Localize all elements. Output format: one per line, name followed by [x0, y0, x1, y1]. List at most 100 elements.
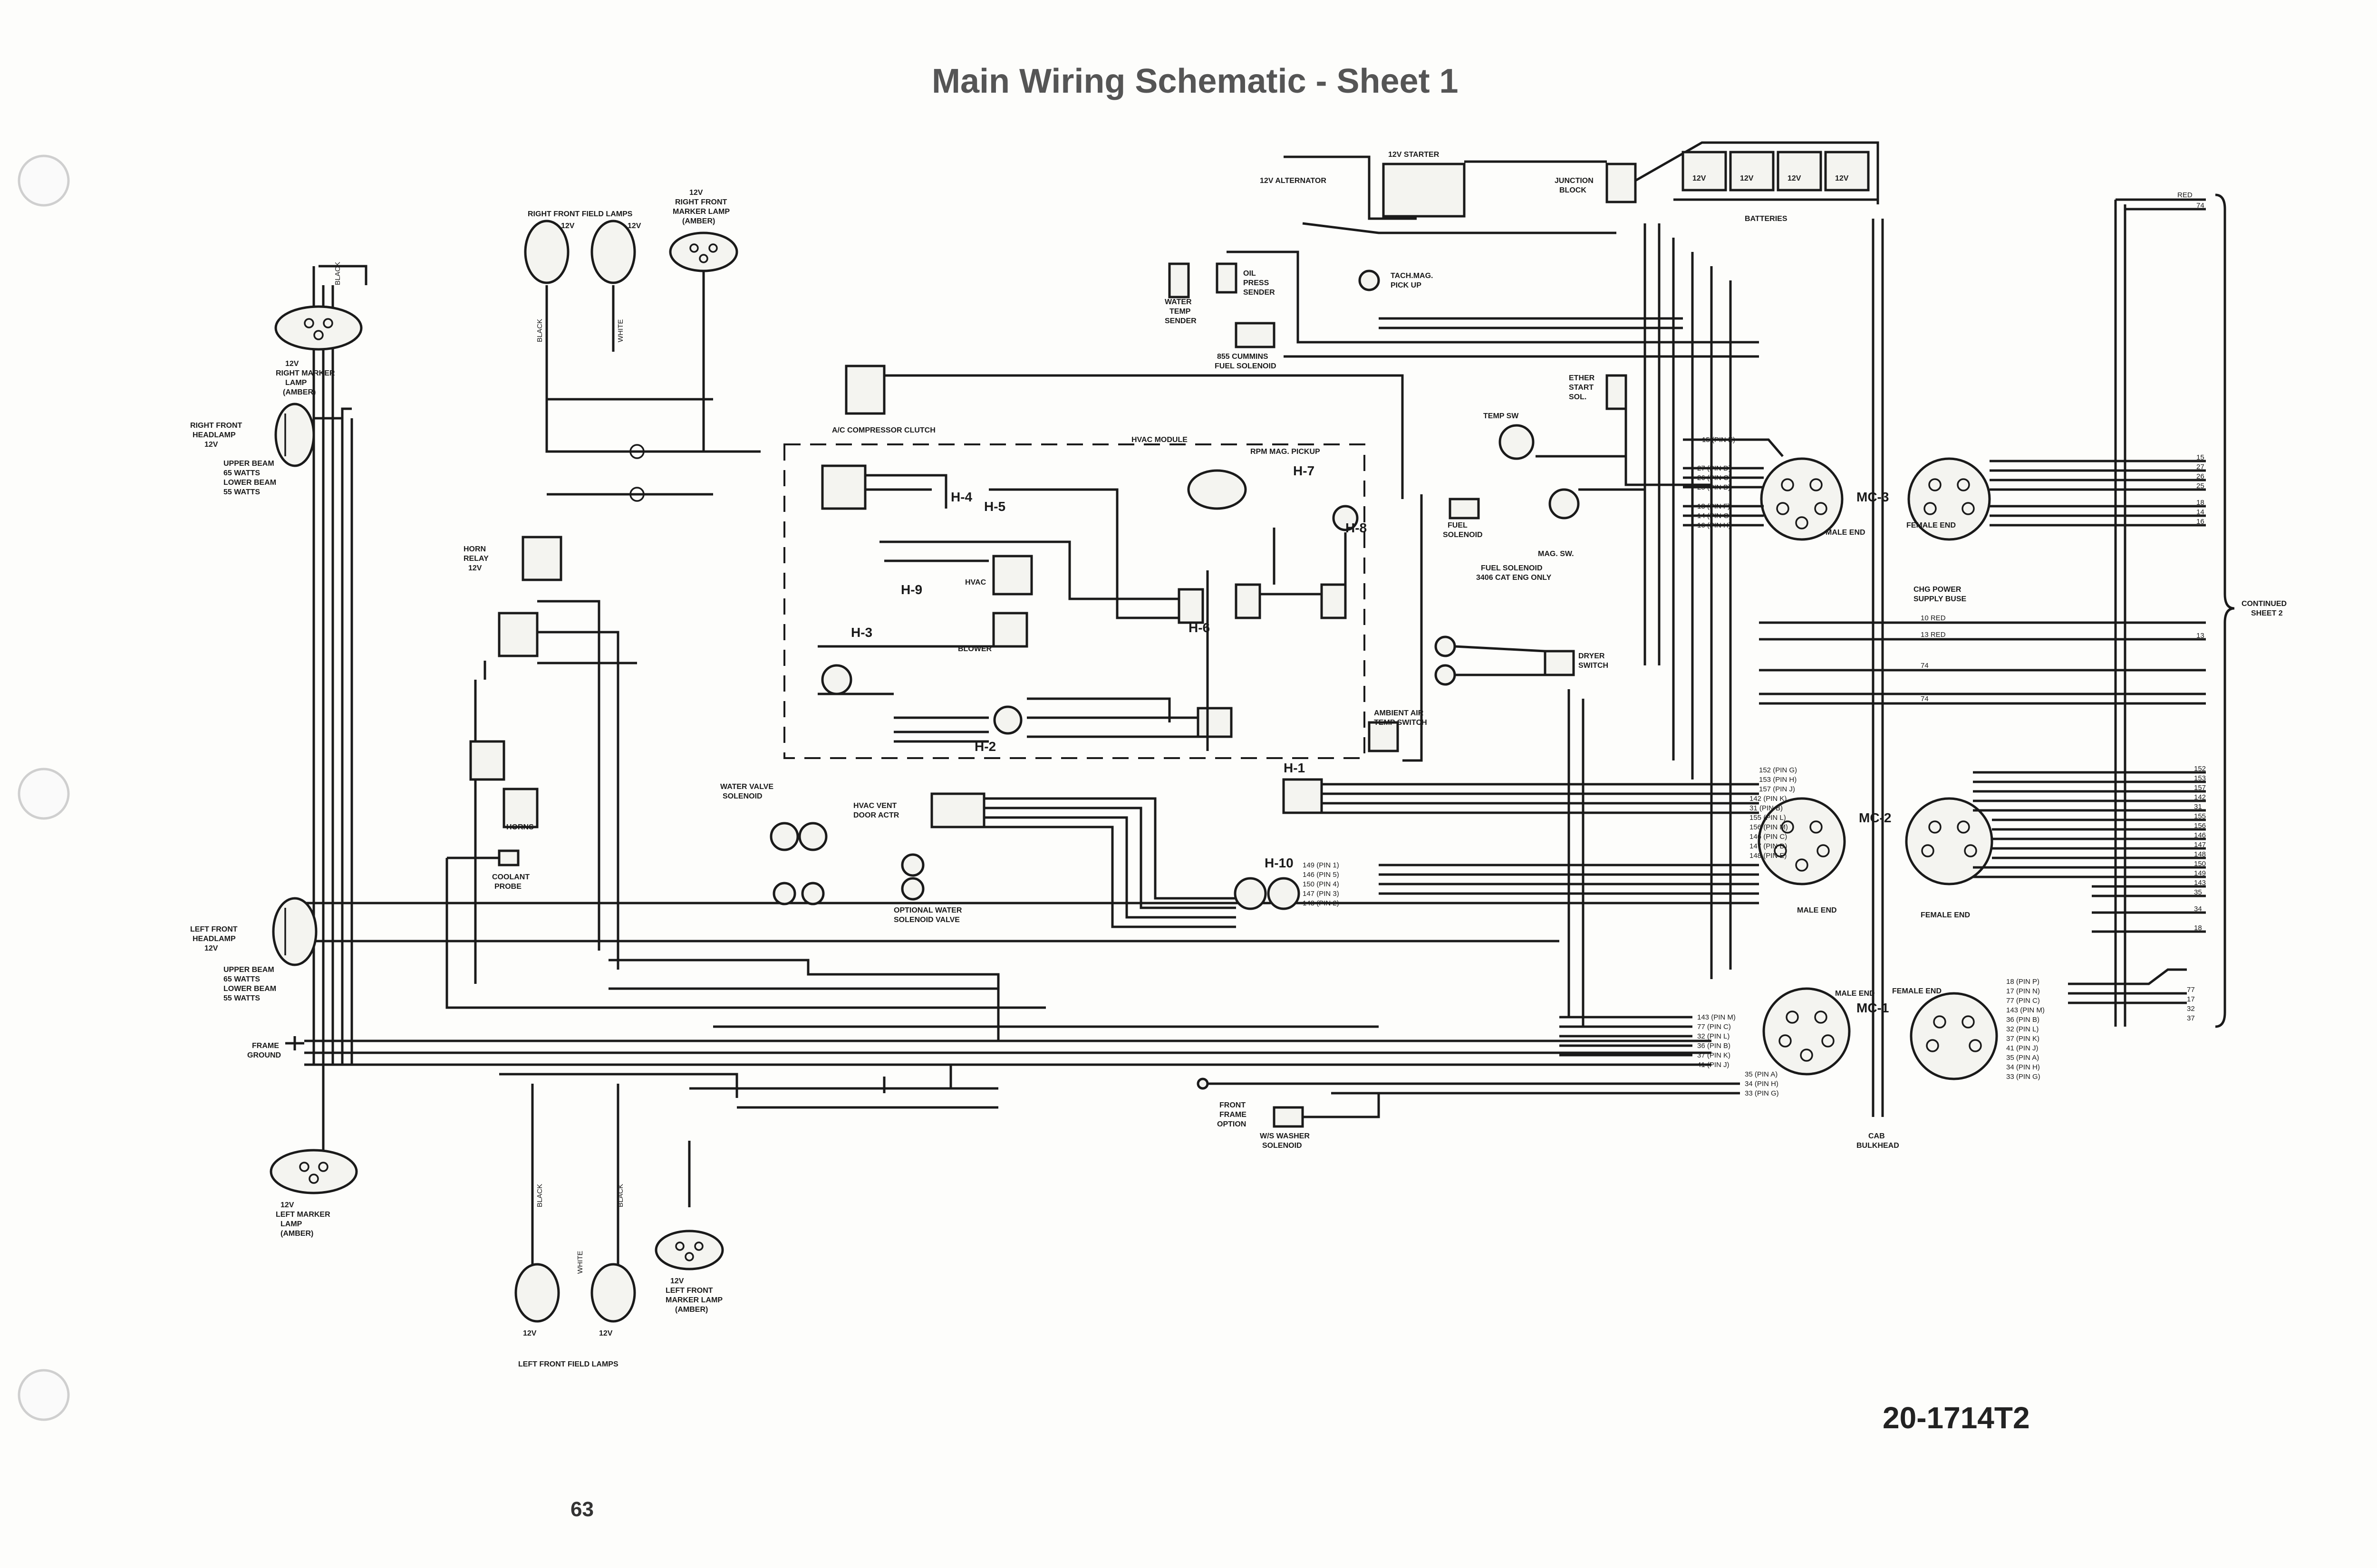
mc2-pin-1: 153 (PIN H) — [1759, 776, 1797, 784]
battery-12v-a: 12V — [1692, 174, 1706, 183]
mc1-pin-7: 34 (PIN H) — [1745, 1080, 1778, 1088]
lf-marker-3: (AMBER) — [675, 1306, 708, 1314]
mc1r-2: 77 (PIN C) — [2006, 997, 2040, 1005]
mc2-pin-6: 156 (PIN M) — [1749, 823, 1788, 831]
frame-ground-0: FRAME — [252, 1042, 279, 1050]
mc2r-7: 146 — [2194, 831, 2206, 839]
mc2r-8: 147 — [2194, 841, 2206, 849]
rh-headlamp-3: UPPER BEAM — [223, 460, 274, 468]
page-title: Main Wiring Schematic - Sheet 1 — [932, 62, 1459, 100]
h-10-label: H-10 — [1265, 856, 1294, 870]
power-wire-2: 74 — [1921, 662, 1929, 670]
coolant-probe: COOLANT PROBE — [445, 849, 1046, 1009]
h-7-label: H-7 — [1293, 463, 1314, 478]
mc1r-8: 35 (PIN A) — [2006, 1054, 2039, 1062]
rf-marker-3: (AMBER) — [682, 217, 715, 225]
ambient-switch: AMBIENT AIR TEMP SWITCH H-1 — [1282, 709, 1759, 814]
mc1-pin-5: 41 (PIN J) — [1697, 1061, 1730, 1069]
lf-12v-a: 12V — [523, 1329, 537, 1337]
mc3r-0: 15 — [2196, 453, 2204, 462]
right-marker-label-1: RIGHT MARKER — [276, 369, 335, 377]
fuelsol-0: FUEL — [1448, 521, 1468, 529]
doc-number: 20-1714T2 — [1883, 1401, 2030, 1435]
mc-1-label: MC-1 — [1856, 1000, 1889, 1015]
ffo-2: OPTION — [1217, 1120, 1246, 1128]
wvs-0: WATER VALVE — [720, 783, 773, 791]
bus-77: 77 — [2187, 986, 2195, 994]
h10-pin-1: 146 (PIN 5) — [1303, 871, 1339, 879]
mc2r-0: 152 — [2194, 765, 2206, 773]
magsw-label: MAG. SW. — [1538, 550, 1574, 558]
rf-marker-2: MARKER LAMP — [673, 208, 730, 216]
page-number: 63 — [570, 1498, 594, 1521]
chg-0: CHG POWER — [1913, 586, 1962, 594]
right-marker-label-2: LAMP — [285, 379, 307, 387]
cummins-1: FUEL SOLENOID — [1215, 362, 1276, 370]
dryer-switch: DRYER SWITCH — [1402, 494, 1608, 762]
rh-headlamp-2: 12V — [204, 441, 218, 449]
rf-marker-0: 12V — [689, 189, 703, 197]
frame-ground-1: GROUND — [247, 1051, 281, 1059]
ether-0: ETHER — [1569, 374, 1595, 382]
vent-1: DOOR ACTR — [853, 811, 899, 819]
h-10-connector: H-10 149 (PIN 1) 146 (PIN 5) 150 (PIN 4)… — [1234, 856, 1759, 910]
lh-headlamp-2: 12V — [204, 944, 218, 952]
mc-2-connector: MC-2 MALE END 152 (PIN G) 153 (PIN H) 15… — [1749, 765, 2206, 933]
bus-74: 74 — [2196, 202, 2204, 210]
horn-relay-0: HORN — [464, 545, 486, 553]
ops-2: SENDER — [1243, 289, 1275, 297]
mc1r-9: 34 (PIN H) — [2006, 1063, 2040, 1071]
chg-1: SUPPLY BUSE — [1913, 595, 1966, 603]
cab-1: BULKHEAD — [1856, 1142, 1899, 1150]
rf-field-12v-b: 12V — [628, 222, 641, 230]
ether-2: SOL. — [1569, 393, 1586, 401]
left-front-field-lamps: 12V 12V LEFT FRONT FIELD LAMPS BLACK BLA… — [499, 1073, 998, 1368]
alternator-label: 12V ALTERNATOR — [1260, 177, 1326, 185]
hvac-label: HVAC — [965, 578, 986, 587]
tempsw-label: TEMP SW — [1483, 412, 1519, 420]
cab-0: CAB — [1868, 1132, 1885, 1140]
rf-marker-1: RIGHT FRONT — [675, 198, 727, 206]
misc-wires — [609, 223, 1732, 1093]
mc2r-2: 157 — [2194, 784, 2206, 792]
hvac-vent-door: HVAC VENT DOOR ACTR — [853, 792, 1236, 928]
front-frame-option: FRONT FRAME OPTION W/S WASHER SOLENOID — [1197, 1077, 1380, 1150]
catsol-1: 3406 CAT ENG ONLY — [1476, 574, 1552, 582]
lf-marker-2: MARKER LAMP — [666, 1296, 723, 1304]
wire-label: BLACK — [536, 1184, 544, 1207]
water-valve-solenoid: WATER VALVE SOLENOID — [720, 783, 828, 905]
power-wire-1: 13 RED — [1921, 631, 1946, 639]
bus-17: 17 — [2187, 995, 2195, 1003]
tach-0: TACH.MAG. — [1391, 272, 1433, 280]
h-4-label: H-4 — [951, 490, 973, 504]
right-marker-label-0: 12V — [285, 360, 299, 368]
left-marker-label-3: (AMBER) — [280, 1230, 313, 1238]
mc1r-5: 32 (PIN L) — [2006, 1025, 2039, 1033]
mc1-pin-1: 77 (PIN C) — [1697, 1023, 1731, 1031]
horns-label: HORNS — [506, 823, 534, 831]
ops-0: OIL — [1243, 269, 1256, 278]
horn-relay-1: RELAY — [464, 555, 489, 563]
ffo-1: FRAME — [1219, 1111, 1246, 1119]
chg-power-bus: CHG POWER SUPPLY BUSE 10 RED 13 RED 74 7… — [1759, 586, 2206, 705]
bus-red: RED — [2177, 191, 2193, 199]
mc2r-1: 153 — [2194, 774, 2206, 782]
mc1-pin-3: 36 (PIN B) — [1697, 1042, 1730, 1050]
wire-label: WHITE — [576, 1251, 584, 1274]
mc1-pin-0: 143 (PIN M) — [1697, 1013, 1736, 1021]
left-harness — [304, 266, 1711, 1179]
catsol-0: FUEL SOLENOID — [1481, 564, 1543, 572]
bus-13: 13 — [2196, 632, 2204, 640]
rh-headlamp-5: LOWER BEAM — [223, 479, 276, 487]
lf-marker-lamp: 12V LEFT FRONT MARKER LAMP (AMBER) — [655, 1230, 724, 1314]
wsw-0: W/S WASHER — [1260, 1132, 1310, 1140]
battery-12v-c: 12V — [1788, 174, 1801, 183]
mc2-pin-5: 155 (PIN L) — [1749, 814, 1786, 822]
lh-headlamp-5: LOWER BEAM — [223, 985, 276, 993]
bus-37: 37 — [2187, 1014, 2195, 1022]
lh-headlamp-6: 55 WATTS — [223, 994, 260, 1002]
left-front-headlamp: LEFT FRONT HEADLAMP 12V UPPER BEAM 65 WA… — [190, 897, 318, 1002]
ffo-0: FRONT — [1219, 1101, 1246, 1109]
hvac-module-label: HVAC MODULE — [1131, 436, 1188, 444]
